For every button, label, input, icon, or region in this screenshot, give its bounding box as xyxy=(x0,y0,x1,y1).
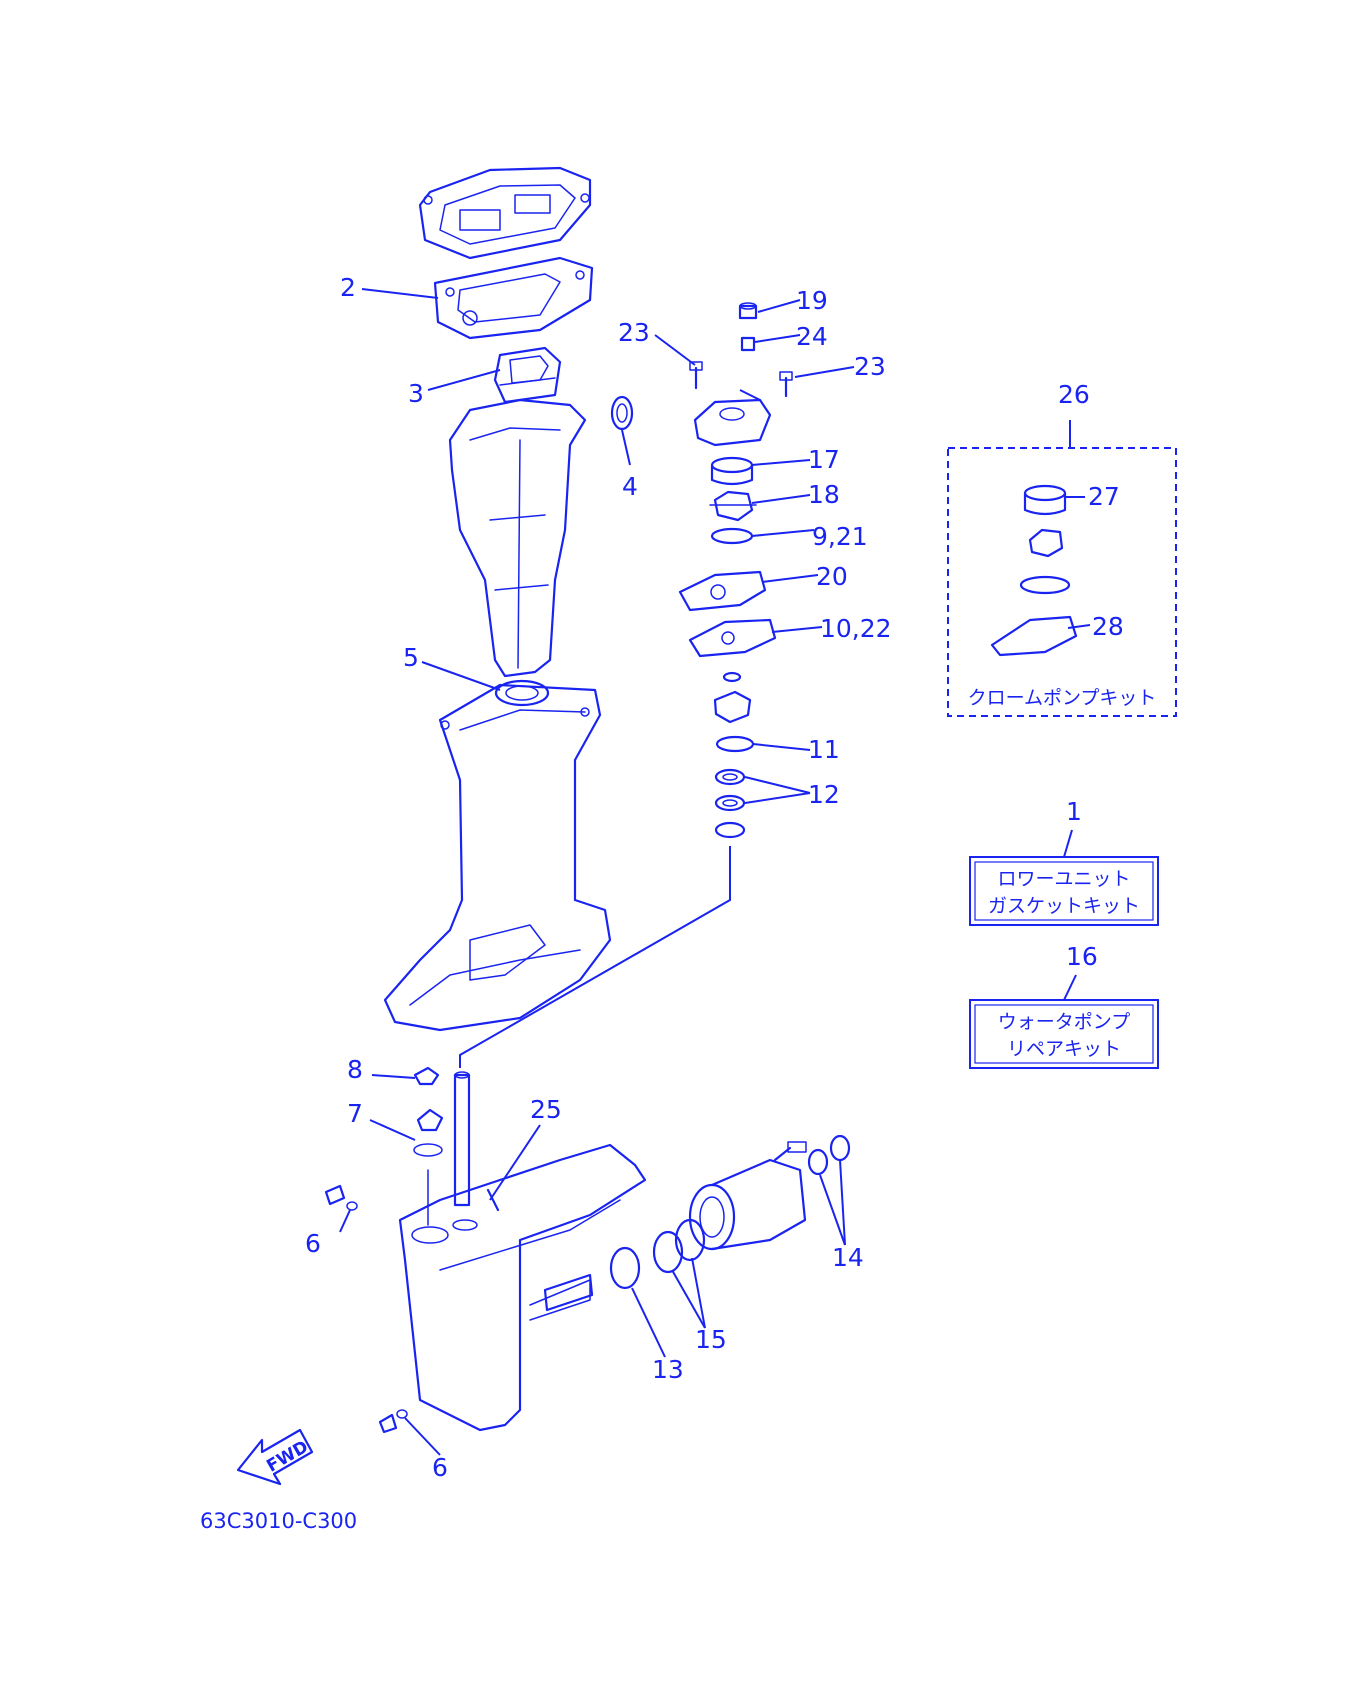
kit-labels: クロームポンプキット ロワーユニット ガスケットキット ウォータポンプ リペアキ… xyxy=(968,687,1157,1060)
gasket-kit-label-line2: ガスケットキット xyxy=(988,895,1140,917)
callout-11: 11 xyxy=(808,735,840,764)
callout-27: 27 xyxy=(1088,482,1120,511)
forward-direction-arrow: FWD xyxy=(236,1428,314,1486)
callout-16: 16 xyxy=(1066,942,1098,971)
callout-10-22: 10,22 xyxy=(820,614,892,643)
lower-casing xyxy=(383,683,612,1032)
upper-mount-plate xyxy=(418,166,592,260)
callout-24: 24 xyxy=(796,322,828,351)
callout-12: 12 xyxy=(808,780,840,809)
callout-13: 13 xyxy=(652,1355,684,1384)
gasket-kit-label-line1: ロワーユニット xyxy=(997,868,1130,890)
callout-3: 3 xyxy=(408,379,424,408)
fwd-label: FWD xyxy=(263,1437,312,1477)
callout-26: 26 xyxy=(1058,380,1090,409)
callout-28: 28 xyxy=(1092,612,1124,641)
callout-2: 2 xyxy=(340,273,356,302)
callout-4: 4 xyxy=(622,472,638,501)
gear-case xyxy=(324,1066,647,1434)
diagram-code: 63C3010-C300 xyxy=(200,1509,357,1533)
callout-23-right: 23 xyxy=(854,352,886,381)
chrome-pump-kit-box xyxy=(947,447,1177,717)
callout-1: 1 xyxy=(1066,797,1082,826)
callout-23-left: 23 xyxy=(618,318,650,347)
callout-6-lower: 6 xyxy=(432,1453,448,1482)
water-pump-kit-label-line2: リペアキット xyxy=(1007,1038,1121,1060)
gasket-2 xyxy=(433,256,594,340)
water-pump-stack xyxy=(459,302,793,1068)
callout-19: 19 xyxy=(796,286,828,315)
chrome-pump-kit-label: クロームポンプキット xyxy=(968,687,1157,709)
callout-8: 8 xyxy=(347,1055,363,1084)
upper-casing xyxy=(448,398,587,678)
callout-15: 15 xyxy=(695,1325,727,1354)
callout-18: 18 xyxy=(808,480,840,509)
water-pump-kit-label-line1: ウォータポンプ xyxy=(998,1011,1130,1033)
callout-labels: 2 3 4 5 8 7 25 6 6 19 23 24 23 17 18 9,2… xyxy=(305,273,1124,1482)
callout-9-21: 9,21 xyxy=(812,522,868,551)
callout-14: 14 xyxy=(832,1243,864,1272)
drive-shaft xyxy=(453,1071,471,1207)
oil-seal-4 xyxy=(610,395,634,431)
callout-5: 5 xyxy=(403,643,419,672)
callout-6-upper: 6 xyxy=(305,1229,321,1258)
callout-25: 25 xyxy=(530,1095,562,1124)
prop-shaft-housing xyxy=(543,1134,851,1312)
callout-17: 17 xyxy=(808,445,840,474)
exhaust-block-3 xyxy=(493,346,562,404)
callout-7: 7 xyxy=(347,1099,363,1128)
callout-20: 20 xyxy=(816,562,848,591)
leader-lines xyxy=(339,288,1091,1456)
